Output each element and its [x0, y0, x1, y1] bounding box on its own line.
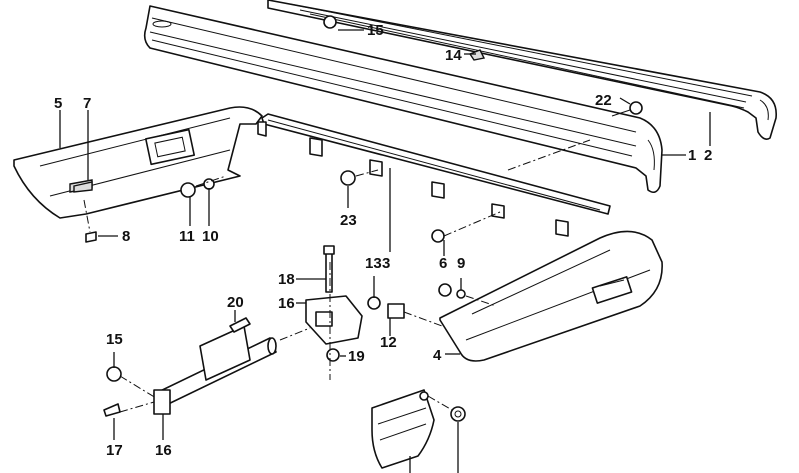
- callout-14: 14: [445, 47, 462, 64]
- nut-11: [180, 182, 196, 198]
- nut-20: [326, 348, 340, 362]
- nut-15-bottom: [106, 366, 122, 382]
- buffer-23: [340, 170, 356, 186]
- nut-6-top: [431, 229, 445, 243]
- callout-4: 4: [433, 347, 442, 364]
- callout-11: 11: [179, 228, 195, 245]
- callout-1: 1: [688, 147, 696, 164]
- callout-12: 12: [380, 334, 397, 351]
- part-bumper-bar: [143, 5, 663, 194]
- assembly-lines: [83, 139, 591, 413]
- callout-19: 18: [278, 271, 295, 288]
- callout-7: 7: [83, 95, 91, 112]
- callout-15-bottom: 15: [106, 331, 123, 348]
- callout-23: 23: [340, 212, 357, 229]
- callout-16: 16: [155, 442, 172, 459]
- callout-3: 3: [382, 255, 390, 272]
- nut-13: [367, 296, 381, 310]
- clip-14: [468, 49, 486, 61]
- washer-9: [456, 289, 466, 299]
- callout-17: 16: [278, 295, 295, 312]
- nut-15-top: [323, 15, 337, 29]
- callout-20: 19: [348, 348, 365, 365]
- callout-15-top: 15: [367, 22, 384, 39]
- bracket-12: [387, 303, 405, 319]
- part-mounting-bracket: [305, 245, 363, 345]
- callout-22: 22: [595, 92, 612, 109]
- callout-18: 17: [106, 442, 123, 459]
- callout-6: 6: [439, 255, 447, 272]
- clip-7: [73, 181, 93, 193]
- callout-13: 13: [365, 255, 382, 272]
- part-carrier-rail: [257, 113, 611, 237]
- callout-5: 5: [54, 95, 62, 112]
- part-rubber-strip: [267, 0, 777, 140]
- part-left-end-cap: [13, 106, 263, 219]
- callout-labels: 5 7 8 11 10 23 15 14 22 1 2 13 3 6 9 12 …: [54, 22, 712, 459]
- bolt-21: [229, 317, 251, 333]
- leader-lines: [59, 29, 711, 473]
- part-right-end-cap: [439, 230, 663, 362]
- callout-9: 9: [457, 255, 465, 272]
- part-lower-bracket: [371, 389, 466, 469]
- screw-22: [629, 101, 643, 115]
- callout-10: 10: [202, 228, 219, 245]
- nut-6: [438, 283, 452, 297]
- part-impact-absorber: [153, 325, 311, 415]
- screw-8: [85, 231, 97, 243]
- callout-8: 8: [122, 228, 130, 245]
- callout-2: 2: [704, 147, 712, 164]
- callout-21: 20: [227, 294, 244, 311]
- plug-18: [103, 403, 121, 417]
